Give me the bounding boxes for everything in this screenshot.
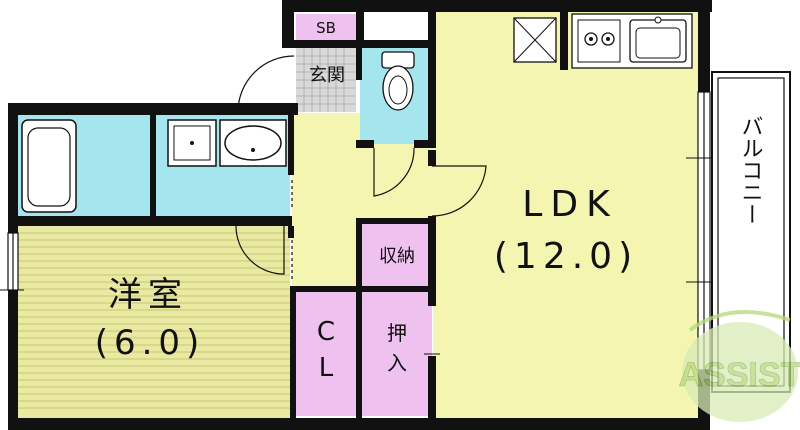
genkan-tiles [296, 48, 356, 112]
shuno-floor [362, 224, 432, 286]
kitchen-sink-icon [629, 16, 687, 63]
shuno-label: 収納 [379, 246, 415, 267]
ldk-size-label: (12.0) [494, 236, 638, 277]
genkan-label: 玄関 [309, 65, 345, 86]
oshiire-bottom-label: 入 [387, 351, 407, 375]
bathtub-icon [21, 119, 77, 213]
oshiire-top-label: 押 [387, 321, 407, 345]
yoshitsu-name-label: 洋室 [108, 275, 188, 315]
gas-stove-icon [577, 19, 621, 63]
sb-label: SB [316, 19, 336, 37]
oshiire-floor [362, 292, 432, 416]
yoshitsu-floor [16, 226, 290, 418]
washing-machine-icon [167, 119, 217, 167]
ldk-floor [433, 10, 708, 422]
balcony-label: バルコニー [738, 115, 763, 225]
cl-bottom-label: L [319, 353, 334, 383]
yoshitsu-flooring-lines [16, 232, 290, 409]
washbasin-icon [219, 119, 287, 167]
dimension-ticks [0, 148, 712, 355]
toilet-icon [381, 51, 415, 111]
watermark-text: ASSIST [679, 356, 800, 394]
yoshitsu-size-label: (6.0) [95, 323, 206, 363]
doors [235, 55, 487, 280]
assist-watermark: ASSIST [678, 310, 800, 422]
cl-top-label: C [317, 317, 335, 347]
walls [8, 0, 712, 430]
ldk-name-label: LDK [522, 184, 617, 225]
refrigerator-space-icon [513, 17, 557, 63]
sb-floor [296, 14, 356, 42]
cl-floor [296, 292, 358, 416]
